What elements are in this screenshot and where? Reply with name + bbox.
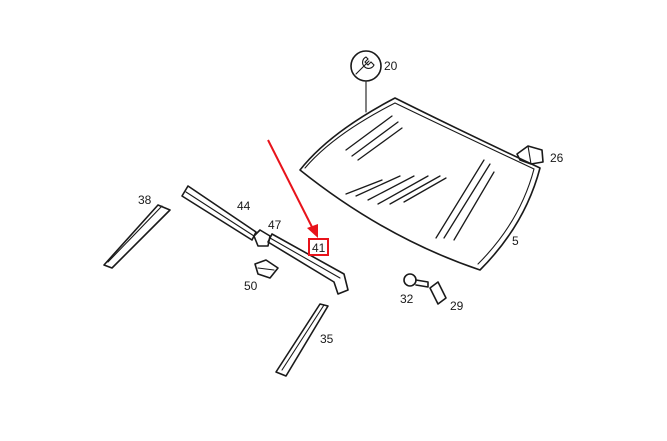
molding-part-35[interactable] bbox=[275, 303, 329, 377]
callout-38: 38 bbox=[138, 193, 152, 207]
connector-part-47[interactable] bbox=[253, 229, 271, 247]
callout-44: 44 bbox=[237, 199, 251, 213]
callout-35: 35 bbox=[320, 332, 334, 346]
callout-41-highlight[interactable]: 41 bbox=[308, 238, 329, 256]
callout-26: 26 bbox=[550, 151, 564, 165]
molding-strip-41[interactable] bbox=[267, 233, 349, 295]
callout-20: 20 bbox=[384, 59, 398, 73]
windshield-glass[interactable] bbox=[299, 97, 541, 271]
pointer-arrow bbox=[267, 139, 318, 238]
clip-part-50[interactable] bbox=[254, 259, 279, 279]
callout-41: 41 bbox=[312, 241, 326, 255]
callout-32: 32 bbox=[400, 292, 414, 306]
callout-50: 50 bbox=[244, 279, 258, 293]
molding-strip-44[interactable] bbox=[181, 185, 257, 241]
callout-5: 5 bbox=[512, 234, 519, 248]
callout-29: 29 bbox=[450, 299, 464, 313]
wrench-icon bbox=[350, 50, 382, 113]
bolt-part-32[interactable] bbox=[403, 273, 429, 288]
molding-part-38[interactable] bbox=[103, 204, 171, 269]
bracket-part-29[interactable] bbox=[429, 281, 447, 305]
clip-part-26[interactable] bbox=[516, 145, 544, 165]
callout-47: 47 bbox=[268, 218, 282, 232]
